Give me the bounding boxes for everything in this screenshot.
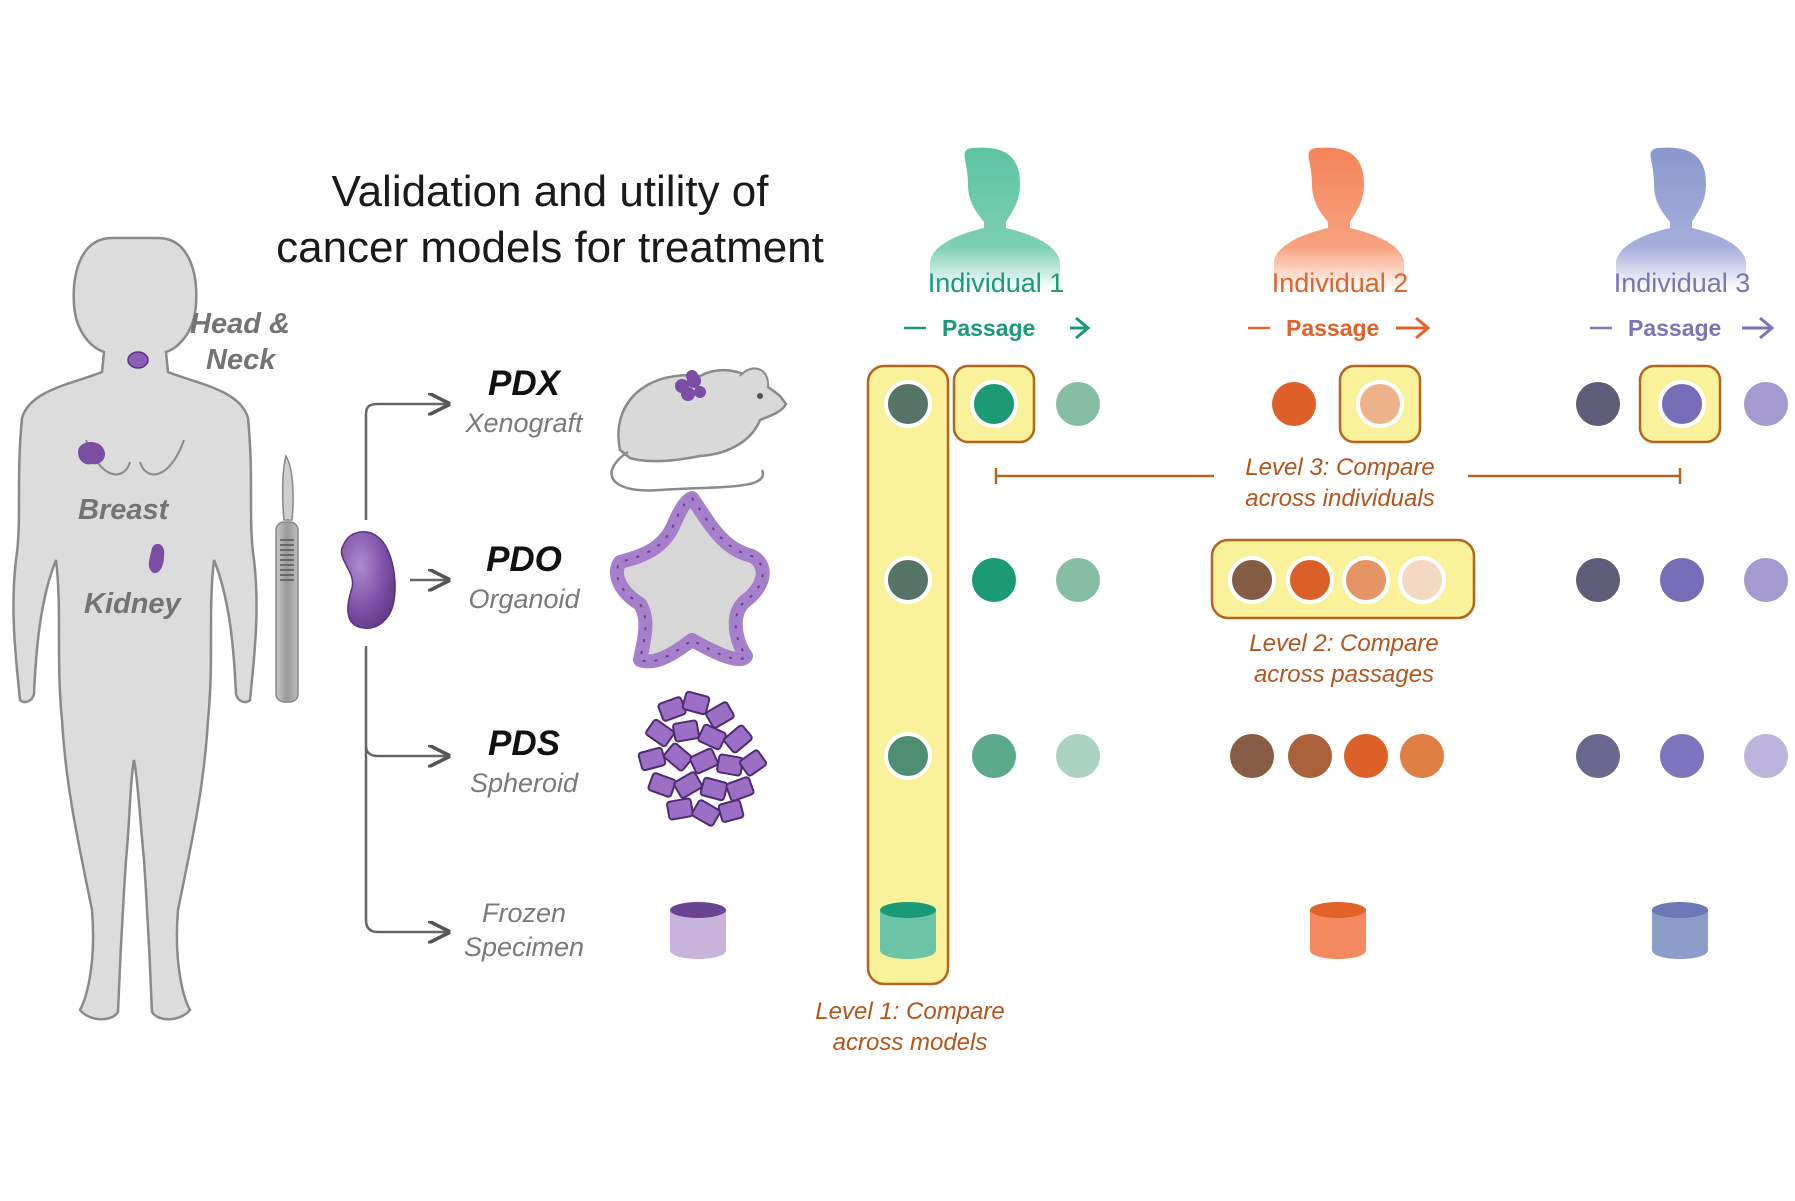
model-pds-name: Spheroid <box>469 768 579 798</box>
ind3-pds-dot-2 <box>1660 734 1704 778</box>
frozen-cylinder-ind3-icon <box>1652 902 1708 959</box>
ind1-pdo-dot-1 <box>884 556 932 604</box>
model-pds-abbr: PDS <box>488 724 560 763</box>
level-3-bracket <box>994 468 1682 484</box>
ind3-pds-dot-3 <box>1744 734 1788 778</box>
page-title: Validation and utility of cancer models … <box>200 164 900 276</box>
individual-2-label: Individual 2 <box>1271 268 1409 298</box>
kidney-label: Kidney <box>84 588 181 620</box>
individual-1-label: Individual 1 <box>927 268 1065 298</box>
individual-1-silhouette-icon <box>930 147 1060 290</box>
highlight-boxes <box>866 364 1722 986</box>
frozen-cylinder-source-icon <box>670 902 726 959</box>
kidney-tumor-icon <box>148 543 165 574</box>
level-1-label: Level 1: Compare across models <box>815 998 1005 1056</box>
ind3-pdo-dot-2 <box>1660 558 1704 602</box>
passage-arrows <box>904 316 1775 340</box>
ind1-pds-dot-1 <box>884 732 932 780</box>
ind3-pdo-dot-1 <box>1576 558 1620 602</box>
breast-label: Breast <box>78 494 169 526</box>
ind1-pdo-dot-2 <box>972 558 1016 602</box>
breast-tumor-icon <box>78 441 106 465</box>
model-pdx-abbr: PDX <box>488 364 560 403</box>
frozen-specimen-cylinders <box>670 902 1708 959</box>
level-3-label: Level 3: Compare across individuals <box>1245 454 1435 512</box>
ind2-pdo-dot-3 <box>1342 556 1390 604</box>
ind2-pdo-dot-4 <box>1398 556 1446 604</box>
spheroid-icon <box>637 690 767 827</box>
title-line-1: Validation and utility of <box>331 167 769 216</box>
head-neck-tumor-icon <box>127 351 149 369</box>
head-neck-label: Head & Neck <box>190 308 290 376</box>
ind1-pdx-dot-3 <box>1056 382 1100 426</box>
ind1-pdo-dot-3 <box>1056 558 1100 602</box>
ind2-pds-dot-4 <box>1400 734 1444 778</box>
branch-arrows <box>364 404 446 932</box>
level-2-label: Level 2: Compare across passages <box>1249 630 1439 688</box>
ind1-pds-dot-3 <box>1056 734 1100 778</box>
individual-3-passage-label: Passage <box>1628 315 1722 341</box>
ind3-pds-dot-1 <box>1576 734 1620 778</box>
sample-dots <box>884 380 1788 780</box>
mouse-xenograft-icon <box>610 367 788 492</box>
ind3-pdx-dot-3 <box>1744 382 1788 426</box>
tumor-sample-icon <box>340 531 396 629</box>
human-body-silhouette-icon <box>12 236 258 1021</box>
organoid-icon <box>609 491 770 669</box>
scalpel-icon <box>275 454 299 703</box>
ind2-pdo-dot-2 <box>1286 556 1334 604</box>
frozen-cylinder-ind2-icon <box>1310 902 1366 959</box>
title-line-2: cancer models for treatment <box>276 223 824 272</box>
ind3-pdo-dot-3 <box>1744 558 1788 602</box>
individual-2-silhouette-icon <box>1274 147 1404 290</box>
individual-3-silhouette-icon <box>1616 147 1746 290</box>
ind1-pdx-dot-1 <box>884 380 932 428</box>
ind2-pdx-dot-1 <box>1272 382 1316 426</box>
ind2-pds-dot-3 <box>1344 734 1388 778</box>
model-frozen-line-1: Frozen <box>481 898 567 928</box>
individual-3-label: Individual 3 <box>1613 268 1751 298</box>
model-pdo-abbr: PDO <box>486 540 562 579</box>
individual-2-passage-label: Passage <box>1286 315 1380 341</box>
frozen-cylinder-ind1-icon <box>880 902 936 959</box>
ind2-pds-dot-1 <box>1230 734 1274 778</box>
ind3-pdx-dot-2 <box>1658 380 1706 428</box>
individual-1-passage-label: Passage <box>942 315 1036 341</box>
ind2-pds-dot-2 <box>1288 734 1332 778</box>
level-1-highlight <box>866 364 950 986</box>
model-pdx-name: Xenograft <box>465 408 583 438</box>
ind1-pds-dot-2 <box>972 734 1016 778</box>
ind1-pdx-dot-2 <box>970 380 1018 428</box>
ind2-pdx-dot-2 <box>1356 380 1404 428</box>
model-pdo-name: Organoid <box>468 584 580 614</box>
ind2-pdo-dot-1 <box>1228 556 1276 604</box>
ind3-pdx-dot-1 <box>1576 382 1620 426</box>
model-frozen-line-2: Specimen <box>463 932 585 962</box>
